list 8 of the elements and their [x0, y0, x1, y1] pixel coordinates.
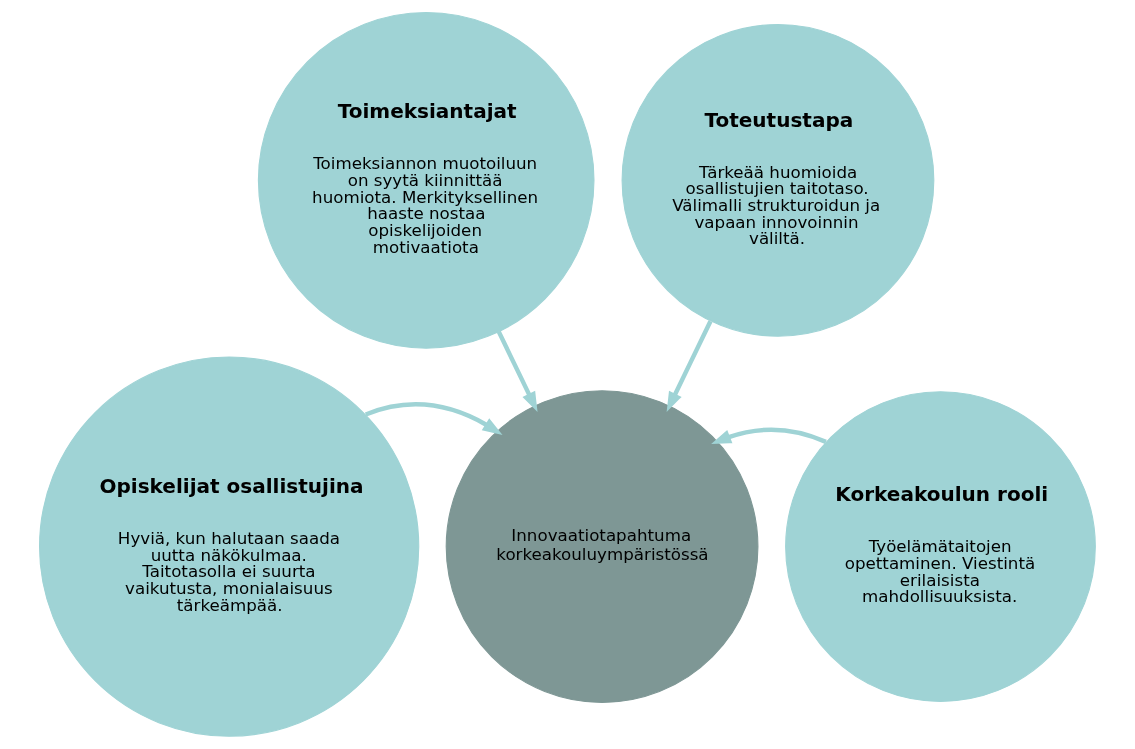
arrow — [364, 402, 503, 435]
node-circle: Korkeakoulun rooli Työelämätaitojen opettaminen. Viestintä erilaisista mahdollisuuksista. — [785, 391, 1096, 702]
arrow — [711, 427, 827, 445]
node-circle: Toimeksiantajat Toimeksiannon muotoiluun on syytä kiinnittää huomiota. Merkityksellinen haaste nostaa opiskelijoiden motivaatiota — [257, 12, 595, 349]
node-circle: Toteutustapa Tärkeää huomioida osallistujien taitotaso. Välimalli strukturoidun ja vapaan innovoinnin väliltä. — [621, 23, 935, 337]
arrow — [496, 330, 538, 412]
node-circle: Opiskelijat osallistujina Hyviä, kun halutaan saada uutta näkökulmaa. Taitotasolla ei suurta vaikutusta, monialaisuus tärkeämpää. — [39, 356, 420, 737]
arrow — [666, 320, 713, 412]
